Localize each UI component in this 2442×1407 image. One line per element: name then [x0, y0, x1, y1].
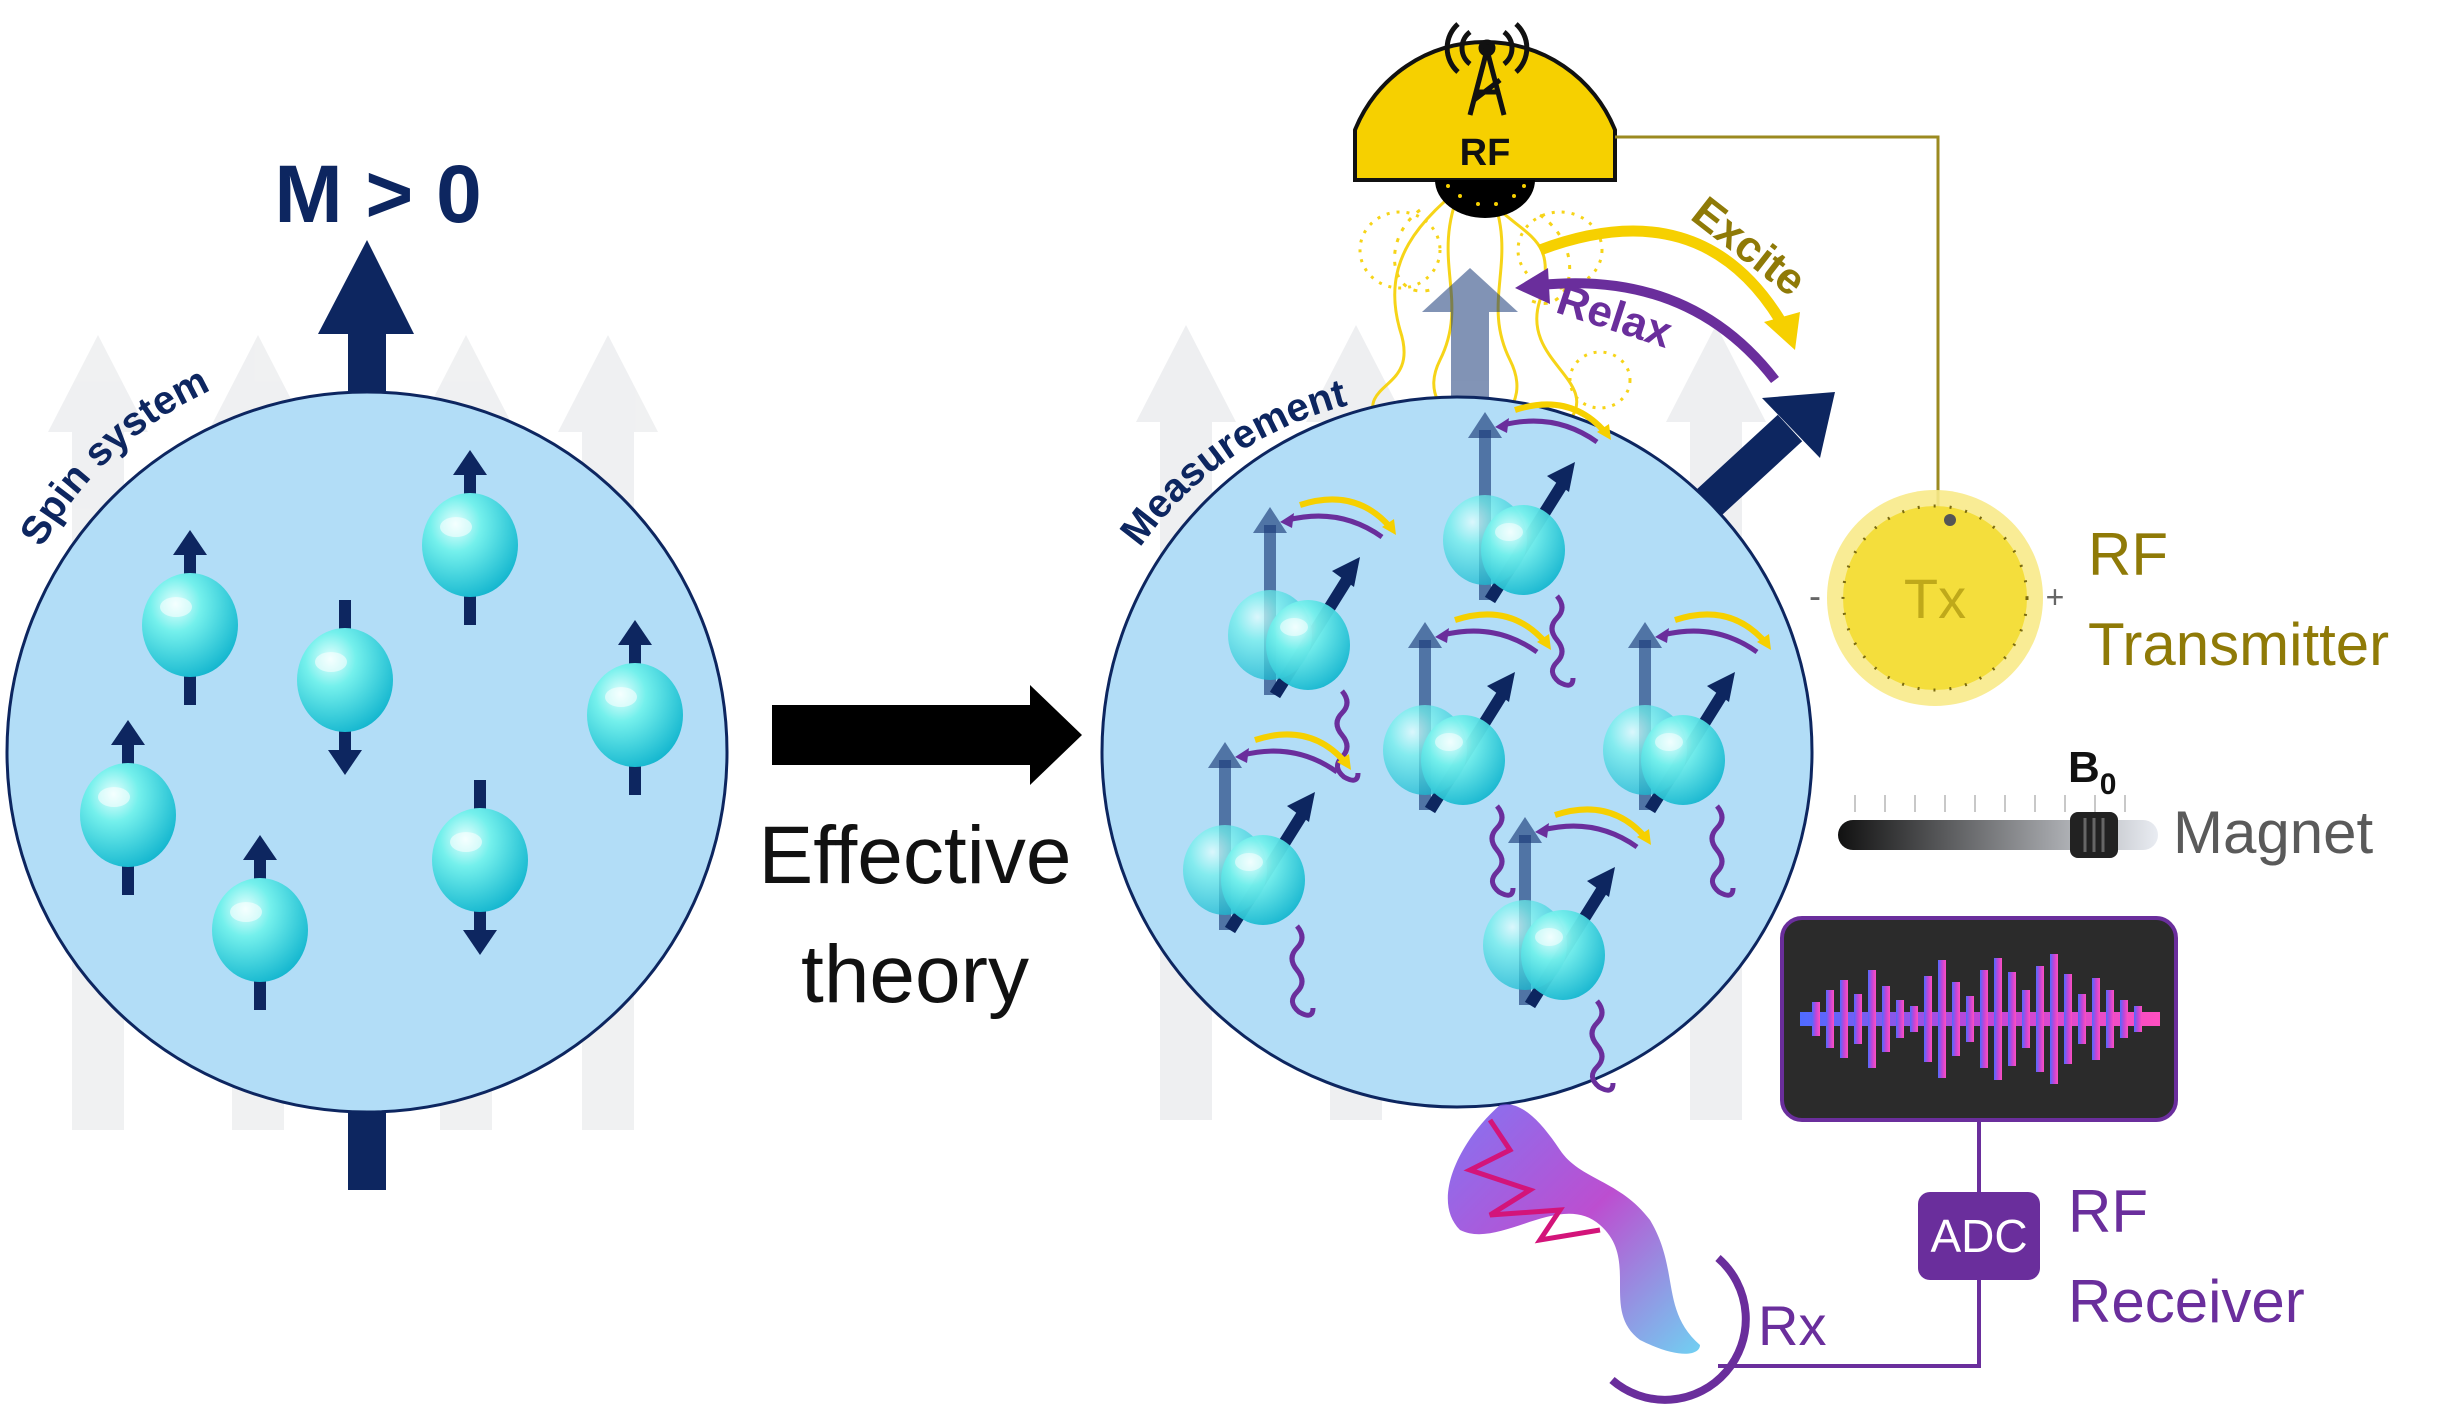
adc-label: ADC [1930, 1210, 2027, 1262]
receiver-title-line2: Receiver [2068, 1268, 2305, 1335]
receiver-title-line1: RF [2068, 1178, 2148, 1245]
rx-coil [1609, 1254, 1750, 1404]
magnetization-label: M > 0 [274, 149, 481, 240]
rf-coil-label: RF [1460, 132, 1511, 174]
effective-theory-caption-line1: Effective [759, 810, 1072, 901]
transmitter-title-line2: Transmitter [2088, 611, 2389, 678]
receiver-display [1780, 916, 2178, 1122]
transmitter-knob [1827, 490, 2043, 706]
transmitter-knob-label: Tx [1904, 567, 1966, 630]
effective-theory-caption-line2: theory [801, 929, 1029, 1020]
effective-theory-arrow [772, 685, 1082, 785]
receiver-coil-line [1718, 1280, 1981, 1368]
transmitter-minus: - [1809, 575, 1821, 616]
rf-coil [1353, 39, 1617, 218]
relax-arc [1515, 268, 1779, 384]
b0-label: B0 [2068, 743, 2116, 801]
rf-transmit-line [1615, 135, 1940, 510]
excite-arc [1538, 225, 1800, 350]
magnet-title: Magnet [2173, 799, 2373, 866]
magnet-slider [1838, 795, 2158, 858]
rx-label: Rx [1758, 1294, 1826, 1357]
transmitter-plus: + [2046, 579, 2065, 615]
transmitter-title-line1: RF [2088, 521, 2168, 588]
adc-box [1918, 1192, 2040, 1280]
waveform-icon [1800, 954, 2160, 1084]
echo-signal [1447, 1104, 1700, 1354]
antenna-tower-icon [1444, 22, 1530, 116]
